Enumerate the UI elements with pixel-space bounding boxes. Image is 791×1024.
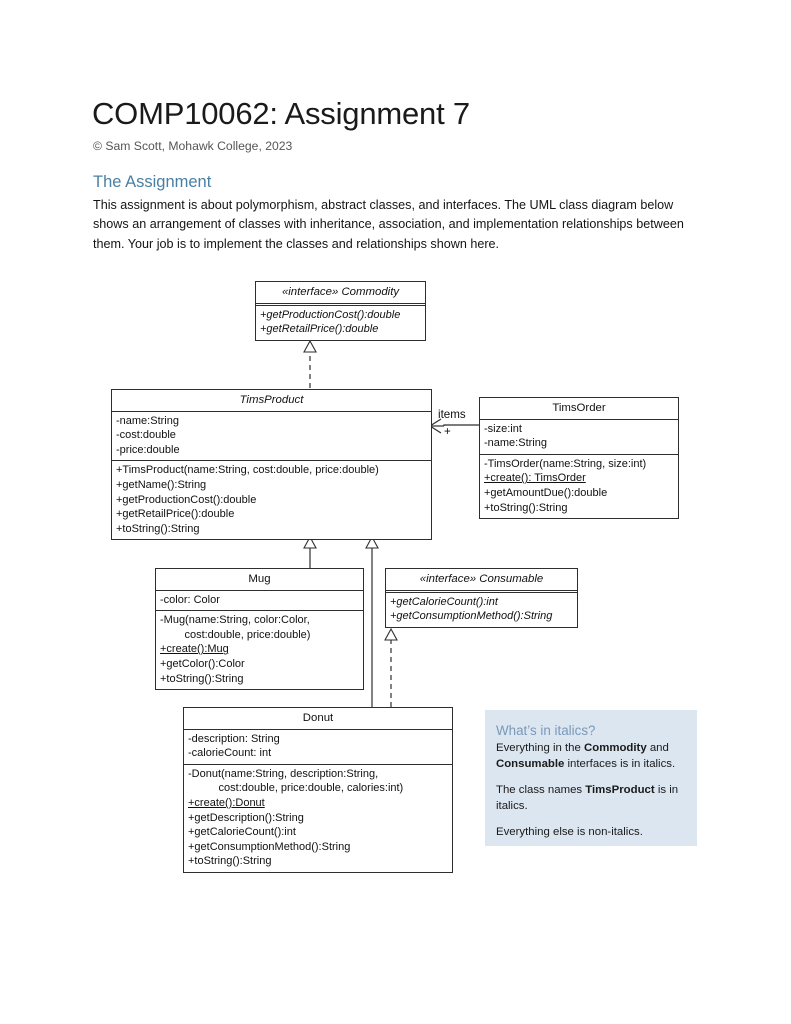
connector-donut-extends-timsproduct: [365, 535, 379, 707]
uml-attributes-mug: -color: Color: [156, 591, 363, 612]
callout-text: interfaces is in italics.: [564, 757, 676, 770]
connector-mug-extends-timsproduct: [303, 535, 317, 568]
intro-paragraph: This assignment is about polymorphism, a…: [93, 198, 684, 251]
uml-class-name-mug: Mug: [156, 569, 363, 591]
callout-title: What’s in italics?: [496, 723, 596, 738]
page-title: COMP10062: Assignment 7: [92, 96, 470, 131]
uml-class-name-timsproduct: TimsProduct: [112, 390, 431, 412]
uml-class-name-commodity: «interface» Commodity: [256, 282, 425, 306]
callout-text: Everything in the: [496, 742, 585, 755]
callout-bold-timsproduct: TimsProduct: [585, 784, 655, 797]
callout-bold-consumable: Consumable: [496, 757, 565, 770]
uml-class-consumable: «interface» Consumable +getCalorieCount(…: [385, 568, 578, 628]
uml-methods-commodity: +getProductionCost():double +getRetailPr…: [260, 308, 401, 336]
uml-attributes-timsproduct: -name:String -cost:double -price:double: [112, 412, 431, 462]
association-label-items: items: [438, 408, 466, 421]
uml-attributes-timsorder: -size:int -name:String: [480, 420, 678, 455]
callout-paragraph-3: Everything else is non-italics.: [496, 826, 643, 839]
uml-class-timsorder: TimsOrder -size:int -name:String -TimsOr…: [479, 397, 679, 520]
section-heading: The Assignment: [93, 173, 212, 191]
uml-methods-donut: -Donut(name:String, description:String, …: [188, 767, 404, 868]
callout-text: The class names: [496, 784, 586, 797]
uml-attributes-donut: -description: String -calorieCount: int: [184, 730, 452, 765]
uml-class-commodity: «interface» Commodity +getProductionCost…: [255, 281, 426, 341]
uml-methods-timsorder: -TimsOrder(name:String, size:int) +creat…: [484, 457, 647, 514]
callout-paragraph-2: The class names TimsProduct is in italic…: [496, 783, 683, 814]
uml-methods-consumable: +getCalorieCount():int +getConsumptionMe…: [390, 595, 553, 623]
uml-class-name-timsorder: TimsOrder: [480, 398, 678, 420]
callout-text: is in italics.: [496, 784, 679, 812]
copyright-line: © Sam Scott, Mohawk College, 2023: [93, 139, 293, 153]
uml-class-name-consumable: «interface» Consumable: [386, 569, 577, 593]
connector-timsproduct-implements-commodity: [303, 339, 317, 388]
association-multiplicity: +: [444, 425, 451, 438]
uml-class-name-donut: Donut: [184, 708, 452, 730]
uml-class-timsproduct: TimsProduct -name:String -cost:double -p…: [111, 389, 432, 541]
italics-callout-box: What’s in italics? Everything in the Com…: [485, 710, 697, 846]
connector-donut-implements-consumable: [384, 627, 398, 707]
callout-text: and: [646, 742, 669, 755]
uml-methods-timsproduct: +TimsProduct(name:String, cost:double, p…: [116, 464, 379, 535]
uml-class-mug: Mug -color: Color -Mug(name:String, colo…: [155, 568, 364, 691]
connector-timsorder-items-timsproduct: [428, 418, 479, 434]
uml-methods-mug: -Mug(name:String, color:Color, cost:doub…: [160, 614, 311, 685]
uml-class-donut: Donut -description: String -calorieCount…: [183, 707, 453, 873]
callout-paragraph-1: Everything in the Commodity and Consumab…: [496, 741, 683, 772]
callout-bold-commodity: Commodity: [584, 742, 647, 755]
